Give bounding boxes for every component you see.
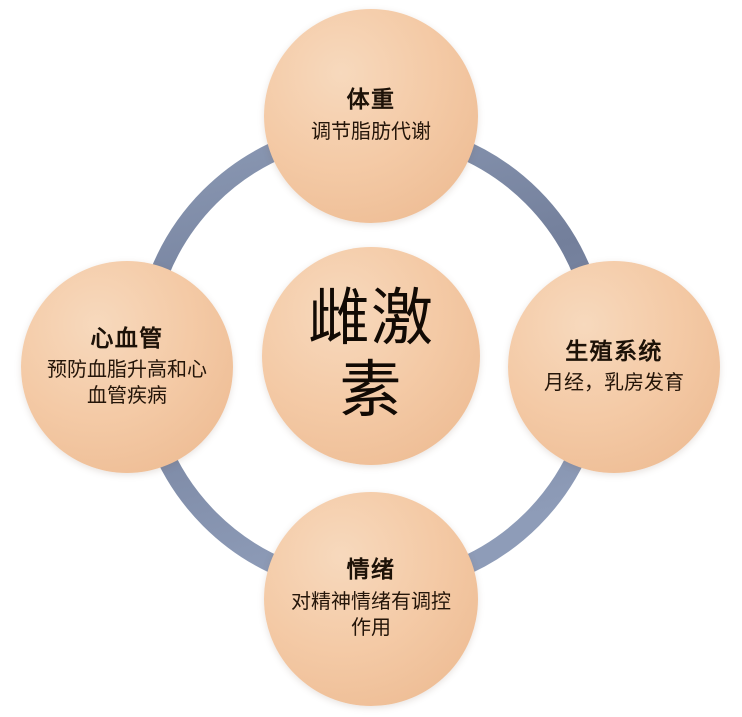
node-left-title: 心血管 xyxy=(90,324,164,351)
node-top-title: 体重 xyxy=(346,86,396,113)
node-right-description: 月经，乳房发育 xyxy=(544,371,684,394)
node-bottom-title: 情绪 xyxy=(346,556,396,583)
node-top-weight[interactable]: 体重 调节脂肪代谢 xyxy=(264,9,478,223)
node-left-cardiovascular[interactable]: 心血管 预防血脂升高和心血管疾病 xyxy=(21,261,233,473)
node-center-estrogen[interactable]: 雌激素 xyxy=(262,247,480,465)
node-bottom-mood[interactable]: 情绪 对精神情绪有调控作用 xyxy=(264,492,478,706)
node-right-title: 生殖系统 xyxy=(565,337,663,364)
node-center-title: 雌激素 xyxy=(307,285,435,425)
node-left-description: 预防血脂升高和心血管疾病 xyxy=(47,358,207,407)
node-bottom-description: 对精神情绪有调控作用 xyxy=(291,591,451,640)
node-right-reproductive-system[interactable]: 生殖系统 月经，乳房发育 xyxy=(508,261,720,473)
node-top-description: 调节脂肪代谢 xyxy=(311,121,431,144)
